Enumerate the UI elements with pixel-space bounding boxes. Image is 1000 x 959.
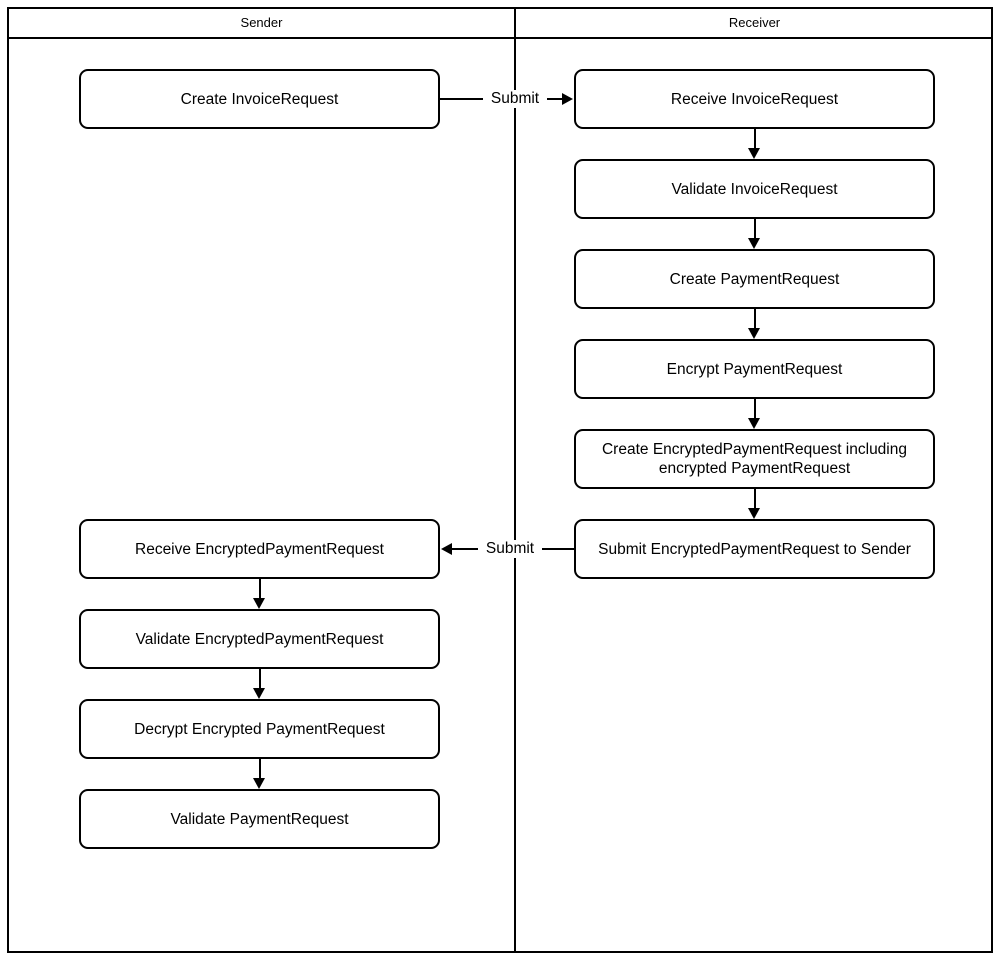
arrowhead-s1-to-r1	[562, 93, 573, 105]
connector-r4-to-r5	[754, 399, 756, 420]
node-validate-encryptedpaymentrequest[interactable]: Validate EncryptedPaymentRequest	[79, 609, 440, 669]
node-receive-encryptedpaymentrequest[interactable]: Receive EncryptedPaymentRequest	[79, 519, 440, 579]
connector-r1-to-r2	[754, 129, 756, 150]
connector-s4-to-s5	[259, 759, 261, 780]
lane-title-receiver: Receiver	[728, 15, 781, 30]
node-submit-encryptedpaymentrequest-to-sender[interactable]: Submit EncryptedPaymentRequest to Sender	[574, 519, 935, 579]
arrowhead-r6-to-s2	[441, 543, 452, 555]
arrowhead-s2-to-s3	[253, 598, 265, 609]
node-receive-invoicerequest[interactable]: Receive InvoiceRequest	[574, 69, 935, 129]
edge-label-submit-to-receiver: Submit	[483, 90, 547, 108]
arrowhead-r3-to-r4	[748, 328, 760, 339]
node-create-invoicerequest[interactable]: Create InvoiceRequest	[79, 69, 440, 129]
node-create-paymentrequest[interactable]: Create PaymentRequest	[574, 249, 935, 309]
connector-r2-to-r3	[754, 219, 756, 240]
lane-title-sender: Sender	[240, 15, 283, 30]
connector-s3-to-s4	[259, 669, 261, 690]
node-decrypt-encrypted-paymentrequest[interactable]: Decrypt Encrypted PaymentRequest	[79, 699, 440, 759]
arrowhead-s4-to-s5	[253, 778, 265, 789]
connector-r3-to-r4	[754, 309, 756, 330]
swimlane-header-divider	[7, 37, 993, 39]
connector-s2-to-s3	[259, 579, 261, 600]
edge-label-submit-to-sender: Submit	[478, 540, 542, 558]
arrowhead-r5-to-r6	[748, 508, 760, 519]
swimlane-vertical-divider	[514, 7, 516, 953]
node-encrypt-paymentrequest[interactable]: Encrypt PaymentRequest	[574, 339, 935, 399]
arrowhead-r4-to-r5	[748, 418, 760, 429]
connector-r5-to-r6	[754, 489, 756, 510]
arrowhead-s3-to-s4	[253, 688, 265, 699]
node-validate-invoicerequest[interactable]: Validate InvoiceRequest	[574, 159, 935, 219]
node-create-encryptedpaymentrequest[interactable]: Create EncryptedPaymentRequest including…	[574, 429, 935, 489]
arrowhead-r1-to-r2	[748, 148, 760, 159]
arrowhead-r2-to-r3	[748, 238, 760, 249]
node-validate-paymentrequest[interactable]: Validate PaymentRequest	[79, 789, 440, 849]
